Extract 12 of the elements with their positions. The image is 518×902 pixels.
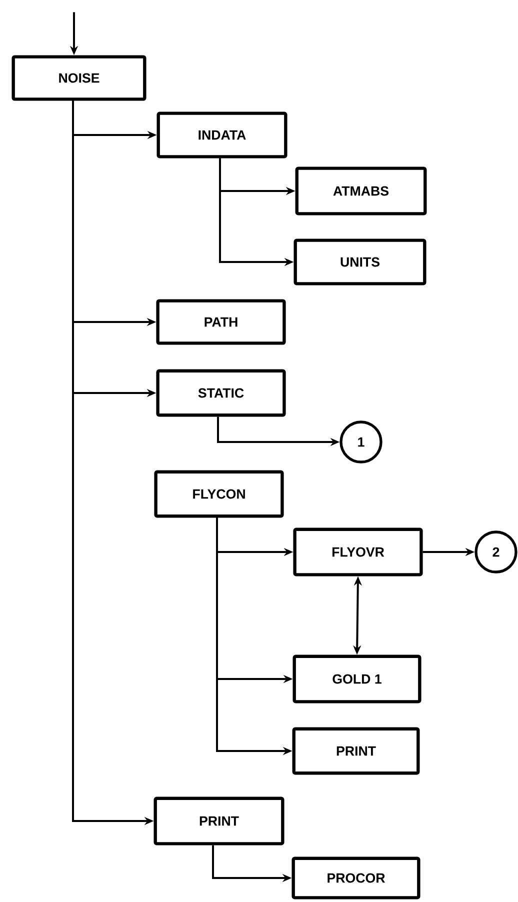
process-box: FLYCON xyxy=(154,470,284,518)
process-box: ATMABS xyxy=(295,166,427,216)
process-box: FLYOVR xyxy=(293,528,423,576)
process-box: PRINT xyxy=(292,727,420,775)
process-box: INDATA xyxy=(156,112,288,158)
process-box: PROCOR xyxy=(292,856,420,900)
process-box: GOLD 1 xyxy=(292,654,422,704)
process-box: PRINT xyxy=(154,796,284,846)
process-box: UNITS xyxy=(294,238,426,286)
process-box: NOISE xyxy=(12,55,146,101)
process-box: PATH xyxy=(156,299,286,345)
process-box: STATIC xyxy=(156,369,286,417)
